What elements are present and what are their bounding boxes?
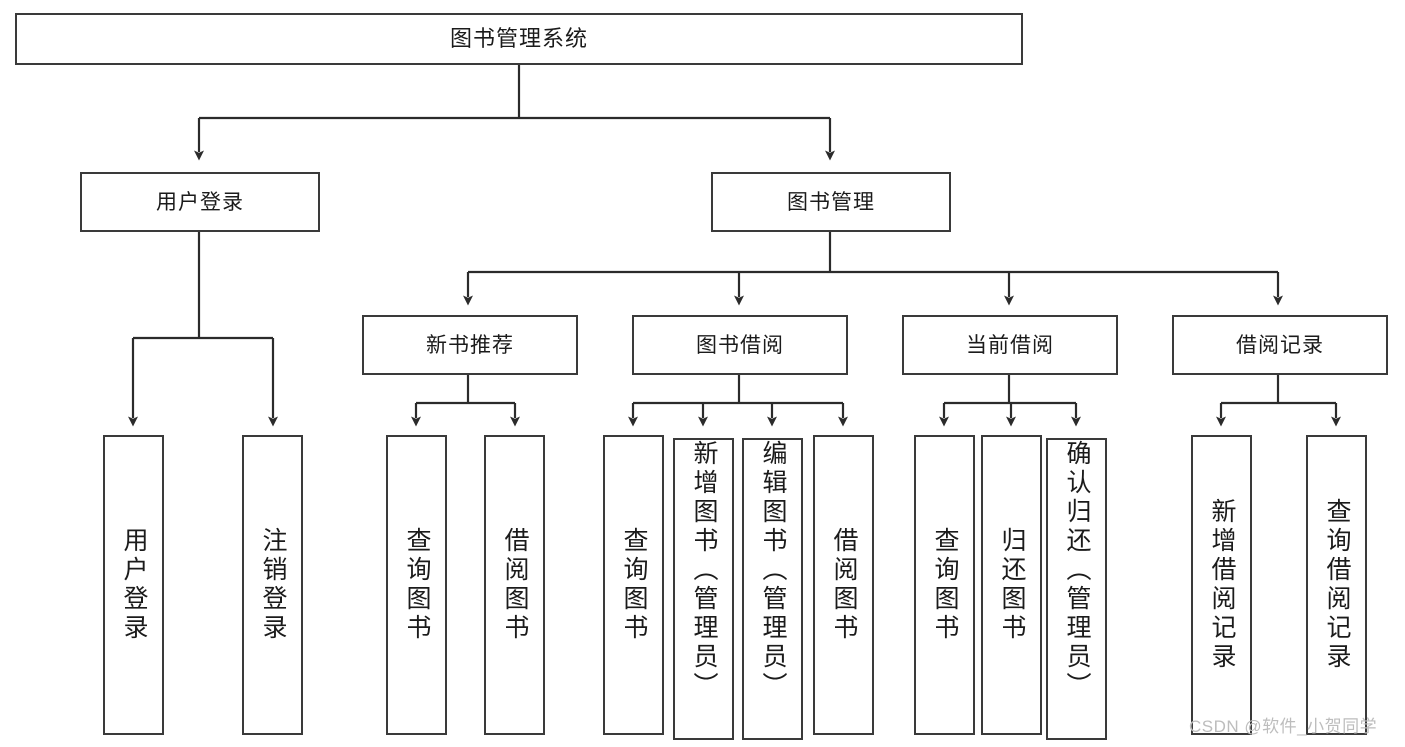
- node-label: 查询图书: [931, 527, 959, 643]
- leaf-borrow-book[interactable]: 借阅图书: [813, 435, 874, 735]
- node-label: 当前借阅: [966, 333, 1054, 357]
- node-label: 查询图书: [403, 527, 431, 643]
- node-book-management[interactable]: 图书管理: [711, 172, 951, 232]
- leaf-query-book-borrow[interactable]: 查询图书: [603, 435, 664, 735]
- leaf-confirm-return-admin[interactable]: 确认归还（管理员）: [1046, 438, 1107, 740]
- node-label: 用户登录: [120, 527, 148, 643]
- node-new-book-recommend[interactable]: 新书推荐: [362, 315, 578, 375]
- node-label: 新增图书（管理员）: [690, 440, 718, 701]
- node-label: 借阅记录: [1236, 333, 1324, 357]
- node-label: 编辑图书（管理员）: [759, 440, 787, 701]
- node-root-system[interactable]: 图书管理系统: [15, 13, 1023, 65]
- node-label: 借阅图书: [830, 527, 858, 643]
- node-label: 借阅图书: [501, 527, 529, 643]
- leaf-query-borrow-record[interactable]: 查询借阅记录: [1306, 435, 1367, 735]
- node-label: 确认归还（管理员）: [1063, 440, 1091, 701]
- leaf-return-book[interactable]: 归还图书: [981, 435, 1042, 735]
- node-label: 注销登录: [259, 527, 287, 643]
- leaf-query-book-recommend[interactable]: 查询图书: [386, 435, 447, 735]
- node-book-borrow[interactable]: 图书借阅: [632, 315, 848, 375]
- leaf-user-logout[interactable]: 注销登录: [242, 435, 303, 735]
- node-label: 图书借阅: [696, 333, 784, 357]
- leaf-edit-book-admin[interactable]: 编辑图书（管理员）: [742, 438, 803, 740]
- leaf-add-borrow-record[interactable]: 新增借阅记录: [1191, 435, 1252, 735]
- node-user-login[interactable]: 用户登录: [80, 172, 320, 232]
- leaf-add-book-admin[interactable]: 新增图书（管理员）: [673, 438, 734, 740]
- leaf-borrow-book-recommend[interactable]: 借阅图书: [484, 435, 545, 735]
- node-label: 图书管理: [787, 190, 875, 214]
- leaf-query-book-current[interactable]: 查询图书: [914, 435, 975, 735]
- leaf-user-login[interactable]: 用户登录: [103, 435, 164, 735]
- node-label: 新书推荐: [426, 333, 514, 357]
- node-label: 新增借阅记录: [1208, 498, 1236, 672]
- node-label: 归还图书: [998, 527, 1026, 643]
- node-label: 用户登录: [156, 190, 244, 214]
- node-label: 查询借阅记录: [1323, 498, 1351, 672]
- node-borrow-record[interactable]: 借阅记录: [1172, 315, 1388, 375]
- watermark-text: CSDN @软件_小贺同学: [1189, 717, 1378, 736]
- node-label: 查询图书: [620, 527, 648, 643]
- node-label: 图书管理系统: [449, 26, 588, 51]
- node-current-borrow[interactable]: 当前借阅: [902, 315, 1118, 375]
